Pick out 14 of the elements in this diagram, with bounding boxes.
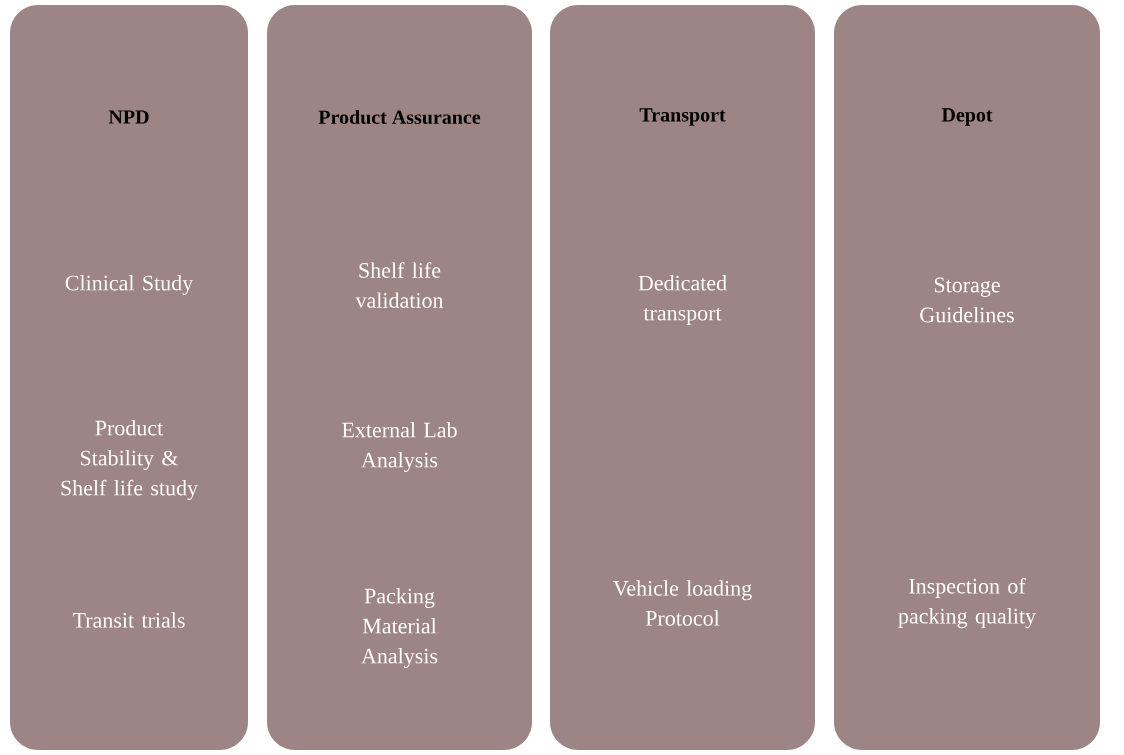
item-text: Inspection of packing quality [898, 577, 1036, 629]
item-text: External Lab Analysis [342, 422, 457, 472]
item-text: Packing Material Analysis [361, 588, 438, 668]
item-text: Dedicated transport [638, 275, 727, 325]
item-text: Clinical Study [65, 275, 194, 295]
column-heading: NPD [108, 110, 149, 124]
item-text: Storage Guidelines [920, 277, 1014, 323]
item-text: Product Stability & Shelf life study [61, 420, 198, 500]
column-heading: Transport [639, 108, 726, 126]
column-heading: Depot [941, 108, 993, 126]
item-text: Shelf life validation [355, 262, 444, 308]
item-text: Transit trials [72, 612, 185, 628]
column-heading: Product Assurance [318, 109, 481, 125]
item-text: Vehicle loading Protocol [613, 580, 752, 626]
